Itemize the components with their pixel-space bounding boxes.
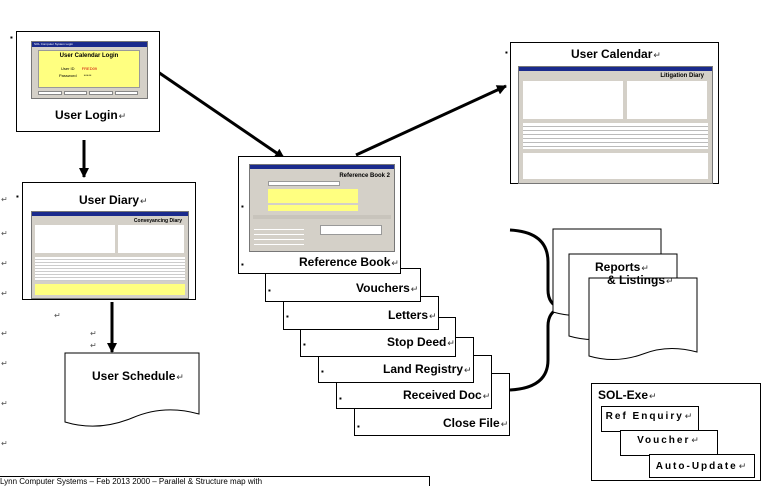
- user-calendar-title: User Calendar↵: [571, 47, 661, 61]
- letters-label: Letters↵: [388, 308, 437, 322]
- arrow-login-to-refbook: [157, 70, 285, 160]
- bullet-icon: ▪: [321, 367, 324, 376]
- refbook-thumbnail: Reference Book 2: [249, 164, 395, 252]
- reference-book-box: ▪ Reference Book 2 Reference Book↵ ▪: [238, 156, 401, 274]
- margin-marks-7: ↵: [1, 439, 8, 448]
- arrow-refbook-to-calendar: [355, 84, 507, 157]
- login-thumb-titlebar: SOL Computer System Login: [32, 42, 147, 47]
- login-thumbnail: SOL Computer System Login User Calendar …: [31, 41, 148, 99]
- user-schedule-document: [64, 352, 200, 427]
- diary-thumbnail: Conveyancing Diary: [31, 211, 189, 299]
- bullet-icon: ▪: [241, 202, 244, 211]
- margin-marks-1: ↵: [1, 229, 8, 238]
- margin-marks-6: ↵: [1, 399, 8, 408]
- bullet-icon: ▪: [339, 394, 342, 403]
- login-thumb-buttons: [38, 91, 138, 95]
- sol-exe-title: SOL-Exe↵: [598, 388, 657, 402]
- bullet-icon: ▪: [303, 340, 306, 349]
- refbook-thumb-heading: Reference Book 2: [339, 173, 390, 179]
- bullet-icon: ▪: [505, 48, 508, 57]
- footer-text: Lynn Computer Systems – Feb 2013 2000 – …: [0, 476, 430, 486]
- bullet-icon: ▪: [286, 312, 289, 321]
- reports-documents: [552, 228, 698, 360]
- diary-return-mark: ↵: [54, 311, 61, 320]
- margin-marks-3: ↵: [1, 289, 8, 298]
- user-diary-box: ▪ User Diary↵ Conveyancing Diary: [16, 182, 196, 300]
- user-calendar-box: ▪ User Calendar↵ Litigation Diary: [505, 42, 719, 184]
- margin-marks-4: ↵: [1, 329, 8, 338]
- ref-enquiry-box: Ref Enquiry↵: [601, 406, 699, 432]
- listings-title: & Listings↵: [607, 273, 674, 287]
- bullet-icon: ▪: [16, 192, 19, 201]
- bullet-icon: ▪: [10, 33, 13, 42]
- reference-book-label: Reference Book↵: [299, 255, 399, 269]
- user-login-title: User Login↵: [55, 108, 127, 122]
- reports-title: Reports↵: [595, 260, 649, 274]
- user-login-box: ▪ SOL Computer System Login User Calenda…: [10, 31, 160, 132]
- diary-return-mark-3: ↵: [90, 341, 97, 350]
- land-registry-label: Land Registry↵: [383, 362, 472, 376]
- bullet-icon: ▪: [241, 260, 244, 269]
- received-doc-label: Received Doc↵: [403, 388, 491, 402]
- bullet-icon: ▪: [268, 286, 271, 295]
- auto-update-box: Auto-Update↵: [649, 454, 755, 478]
- login-thumb-panel: User Calendar Login User ID FRED09 Passw…: [38, 50, 140, 88]
- login-thumb-heading: User Calendar Login: [59, 53, 119, 59]
- stop-deed-label: Stop Deed↵: [387, 335, 455, 349]
- close-file-label: Close File↵: [443, 416, 509, 430]
- margin-marks-top: ↵: [1, 195, 8, 204]
- user-schedule-title: User Schedule↵: [92, 369, 184, 383]
- margin-marks-2: ↵: [1, 259, 8, 268]
- diary-return-mark-2: ↵: [90, 329, 97, 338]
- vouchers-label: Vouchers↵: [356, 281, 419, 295]
- margin-marks-5: ↵: [1, 359, 8, 368]
- calendar-thumb-heading: Litigation Diary: [660, 73, 704, 79]
- calendar-thumbnail: Litigation Diary: [518, 66, 713, 184]
- user-diary-title: User Diary↵: [79, 193, 148, 207]
- login-thumb-password: Password *****: [59, 73, 92, 78]
- login-thumb-userid: User ID FRED09: [61, 66, 98, 71]
- sol-exe-box: SOL-Exe↵ Ref Enquiry↵ Voucher↵ Auto-Upda…: [591, 383, 761, 481]
- voucher-box: Voucher↵: [620, 430, 718, 456]
- bullet-icon: ▪: [357, 422, 360, 431]
- diary-thumb-heading: Conveyancing Diary: [133, 218, 182, 224]
